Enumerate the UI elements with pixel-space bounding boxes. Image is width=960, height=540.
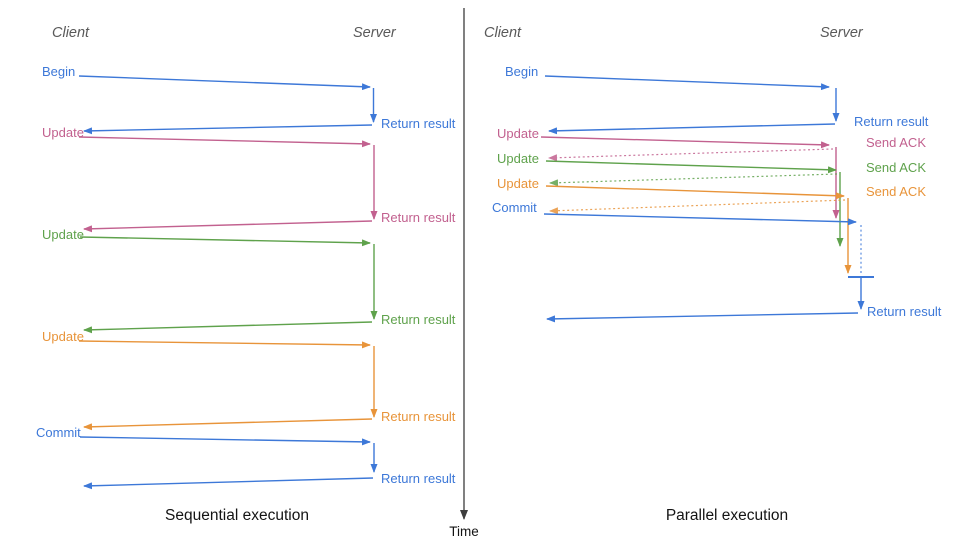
return-arrow-commit [546,312,859,323]
label-update-3: Update [42,329,84,344]
return-result-label: Return result [854,114,929,129]
panel-title-parallel: Parallel execution [666,507,788,524]
send-ack-label: Send ACK [866,184,926,199]
send-ack-label: Send ACK [866,135,926,150]
return-arrow-update-1 [83,220,373,233]
label-begin: Begin [505,64,538,79]
return-arrow-update-3 [83,418,373,431]
client-header: Client [52,25,90,41]
request-arrow-commit [79,436,371,446]
return-arrow-begin [548,123,836,135]
return-result-label: Return result [381,312,456,327]
ack-dashed-arrow-update-2 [549,173,838,187]
time-axis-label: Time [449,524,479,539]
label-update-2: Update [497,151,539,166]
ack-dashed-arrow-update-3 [549,199,846,215]
return-result-label: Return result [381,471,456,486]
send-ack-label: Send ACK [866,160,926,175]
label-commit: Commit [36,425,81,440]
return-arrow-commit [83,477,374,490]
request-arrow-update-2 [79,236,371,247]
request-arrow-update-2 [545,160,837,174]
request-arrow-begin [78,75,371,91]
request-arrow-begin [544,75,830,91]
server-header: Server [820,25,864,41]
return-result-label: Return result [381,116,456,131]
label-update-2: Update [42,227,84,242]
label-commit: Commit [492,200,537,215]
return-result-label: Return result [381,210,456,225]
request-arrow-commit [543,213,857,226]
request-arrow-update-1 [540,136,830,149]
server-header: Server [353,25,397,41]
label-begin: Begin [42,64,75,79]
sequential-panel: Client Server Begin Return result Update… [36,25,456,524]
label-update-3: Update [497,176,539,191]
ack-dashed-arrow-update-1 [548,148,834,162]
parallel-panel: Client Server Begin Return result Update… [484,25,942,524]
return-result-label: Return result [867,304,942,319]
request-arrow-update-3 [545,185,845,200]
label-update-1: Update [42,125,84,140]
return-arrow-update-2 [83,321,373,334]
time-axis: Time [449,8,479,539]
request-arrow-update-1 [78,136,371,148]
return-arrow-begin [83,124,373,135]
request-arrow-update-3 [78,340,371,349]
panel-title-sequential: Sequential execution [165,507,309,524]
return-result-label: Return result [381,409,456,424]
client-header: Client [484,25,522,41]
label-update-1: Update [497,126,539,141]
